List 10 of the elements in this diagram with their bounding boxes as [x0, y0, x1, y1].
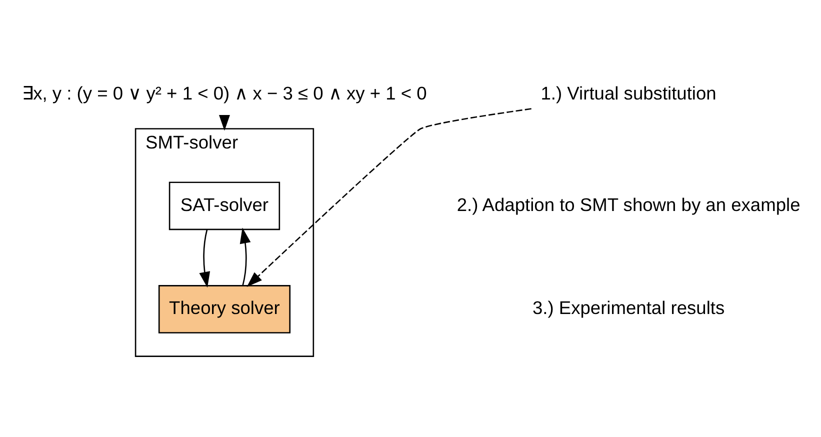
- arrow: [246, 108, 532, 286]
- arrow: [199, 228, 210, 288]
- label: 2.) Adaption to SMT shown by an example: [456, 193, 800, 214]
- node-text: 1.) Virtual substitution: [540, 82, 716, 104]
- node-box: SAT-solver: [168, 181, 280, 230]
- arrow: [218, 114, 230, 130]
- label: 3.) Experimental results: [532, 296, 725, 318]
- node-box: Theory solver: [158, 284, 291, 333]
- arrow: [240, 227, 251, 286]
- node-text: ∃x, y : (y = 0 ∨ y² + 1 < 0) ∧ x − 3 ≤ 0 ∧ xy + 1 < 0: [22, 82, 427, 104]
